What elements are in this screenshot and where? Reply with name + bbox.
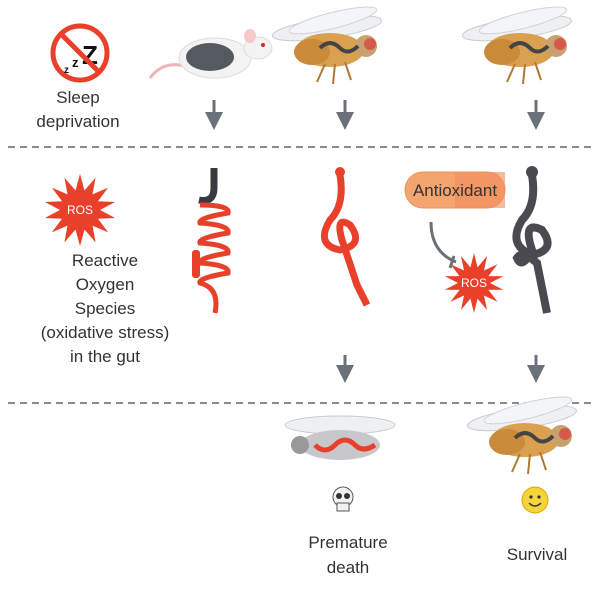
sleep-label-2: deprivation: [36, 112, 119, 131]
svg-text:z: z: [64, 65, 69, 76]
survival-label: Survival: [507, 545, 567, 564]
gut-label-2: Oxygen: [76, 275, 135, 294]
fly-gut-red-icon: [320, 167, 371, 307]
gut-label-4: (oxidative stress): [41, 323, 169, 342]
mouse-icon: [148, 29, 273, 79]
death-label-1: Premature: [308, 533, 387, 552]
death-label-2: death: [327, 558, 370, 577]
mouse-gut-icon: [192, 168, 231, 314]
fly-icon: [464, 389, 580, 476]
ros-label-small: ROS: [461, 276, 487, 290]
skull-icon: [332, 486, 354, 512]
dead-fly-icon: [284, 415, 396, 460]
ros-label: ROS: [67, 203, 93, 217]
fly-icon: [269, 0, 385, 86]
gut-label-3: Species: [75, 299, 135, 318]
antioxidant-label: Antioxidant: [413, 181, 497, 200]
sleep-label-1: Sleep: [56, 88, 99, 107]
svg-text:z: z: [72, 55, 79, 70]
gut-label-5: in the gut: [70, 347, 140, 366]
antioxidant-pill: Antioxidant: [404, 171, 506, 209]
no-sleep-icon: Z z z: [50, 23, 110, 83]
fly-icon: [459, 0, 575, 86]
fly-gut-dark-icon: [512, 166, 552, 314]
smiley-icon: [521, 486, 549, 514]
gut-label-1: Reactive: [72, 251, 138, 270]
ros-star-icon: ROS: [444, 253, 504, 313]
inhibition-bar: [448, 255, 456, 269]
ros-star-icon: ROS: [44, 174, 116, 246]
inhibition-arrow: [429, 221, 457, 264]
